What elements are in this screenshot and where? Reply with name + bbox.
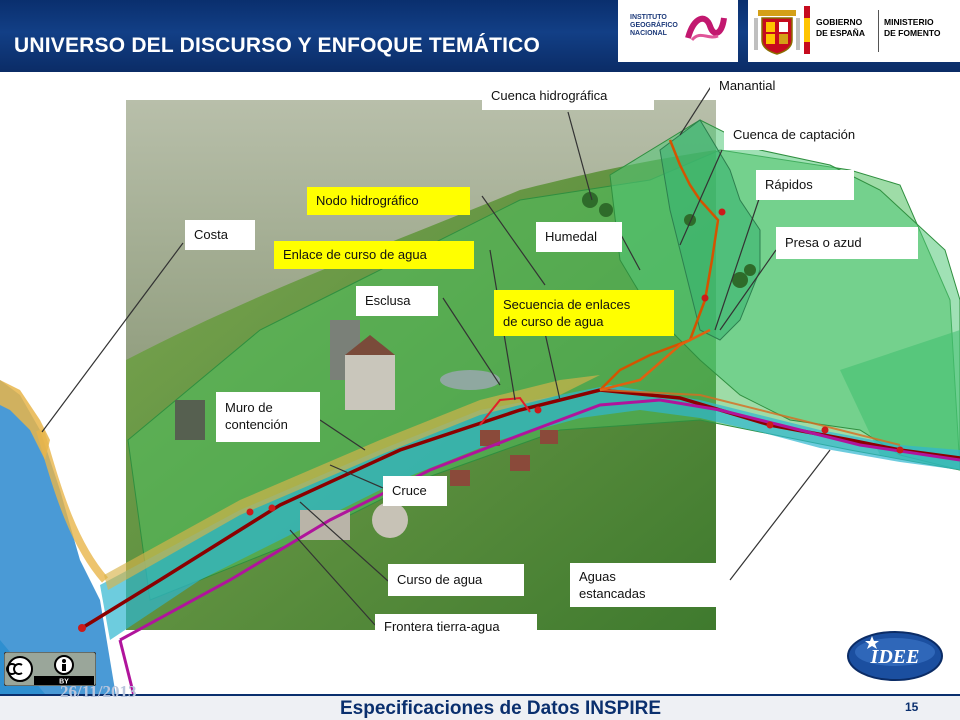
label-muro-contencion: Muro de contención [216,392,320,442]
label-manantial: Manantial [710,72,844,100]
slide-footer [0,696,960,720]
cc-icon [7,656,33,682]
coat-of-arms-icon [754,10,800,55]
label-presa-azud: Presa o azud [776,227,918,259]
land-water-boundary-line [119,398,960,642]
label-enlace-curso: Enlace de curso de agua [274,241,474,269]
star-icon [865,636,879,649]
slide-title: UNIVERSO DEL DISCURSO Y ENFOQUE TEMÁTICO [14,34,541,57]
trees [582,192,756,288]
label-aguas-estancadas: Aguas estancadas [570,563,720,607]
svg-text:IDEE: IDEE [870,646,920,668]
label-secuencia-enlaces: Secuencia de enlaces de curso de agua [494,290,674,336]
sea-area [0,380,120,720]
label-cuenca-hidrografica: Cuenca hidrográfica [482,82,654,110]
label-costa: Costa [185,220,255,250]
gobierno-logo: GOBIERNO DE ESPAÑA MINISTERIO DE FOMENTO [748,0,960,62]
ign-mark-icon [685,15,727,42]
idee-logo: IDEE [847,631,943,681]
label-nodo-hidrografico: Nodo hidrográfico [307,187,470,215]
label-rapidos: Rápidos [756,170,854,200]
label-cuenca-captacion: Cuenca de captación [724,120,894,150]
town-buildings [175,320,558,540]
spain-flag-icon [804,6,810,54]
river-channel [100,385,960,640]
label-esclusa: Esclusa [356,286,438,316]
label-cruce: Cruce [383,476,447,506]
page-number: 15 [905,700,919,714]
ign-logo: INSTITUTO GEOGRÁFICO NACIONAL [618,0,738,62]
label-humedal: Humedal [536,222,622,252]
creative-commons-badge: BY [4,652,96,686]
slide-date: 26/11/2013 [60,682,137,701]
footer-title: Especificaciones de Datos INSPIRE [340,698,662,719]
secondary-watercourse-line [599,139,720,391]
label-frontera-tierra-agua: Frontera tierra-agua [375,614,537,640]
hydro-nodes [78,208,904,632]
label-curso-agua: Curso de agua [388,564,524,596]
svg-text:BY: BY [59,679,69,686]
coastline [0,380,50,460]
